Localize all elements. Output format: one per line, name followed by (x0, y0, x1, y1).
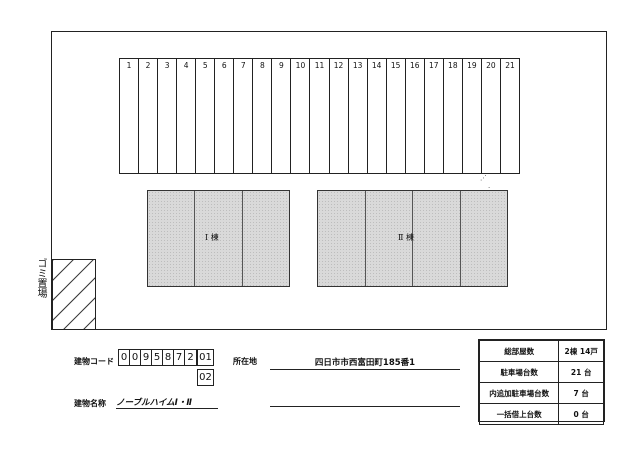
parking-stall: 17 (425, 59, 444, 173)
building-unit (413, 191, 461, 286)
parking-stall: 6 (215, 59, 235, 173)
summary-row: 一括借上台数 0 台 (478, 403, 604, 425)
parking-stall: 15 (387, 59, 406, 173)
building-name-label: 建物名称 (74, 399, 106, 408)
blank-underline (270, 406, 460, 407)
parking-stall: 2 (139, 59, 159, 173)
survey-marks: · (488, 184, 491, 192)
building-unit (318, 191, 366, 286)
parking-stall: 11 (310, 59, 330, 173)
parking-stall: 14 (368, 59, 387, 173)
address-underline (270, 369, 460, 370)
parking-stall: 13 (349, 59, 368, 173)
building-two (317, 190, 508, 287)
code-digit: 9 (141, 350, 152, 365)
summary-row: 総部屋数 2棟 14戸 (478, 340, 604, 362)
parking-stall: 7 (234, 59, 254, 173)
building-unit (148, 191, 196, 286)
building-one-label: Ⅰ 棟 (205, 233, 219, 242)
summary-table: 総部屋数 2棟 14戸 駐車場台数 21 台 内追加駐車場台数 7 台 一括借上… (478, 339, 605, 425)
code-digit: 5 (152, 350, 163, 365)
code-digit: 0 (130, 350, 141, 365)
summary-row: 駐車場台数 21 台 (478, 361, 604, 383)
parking-stall: 12 (330, 59, 349, 173)
building-one (147, 190, 290, 287)
summary-value: 2棟 14戸 (558, 340, 604, 362)
garbage-area-label: ゴミ置場 (35, 258, 46, 298)
summary-label: 一括借上台数 (478, 403, 560, 425)
building-code-label: 建物コード (74, 357, 114, 366)
garbage-area (52, 259, 96, 330)
parking-stall: 3 (158, 59, 178, 173)
hatch-pattern (53, 260, 95, 329)
code-digit: 0 (119, 350, 130, 365)
address-label: 所在地 (233, 357, 257, 366)
site-plan-frame (51, 31, 607, 330)
parking-stall: 16 (406, 59, 425, 173)
parking-stall: 5 (196, 59, 216, 173)
code-digit: 8 (163, 350, 174, 365)
building-two-label: Ⅱ 棟 (398, 233, 414, 242)
sub-number-2: 02 (197, 369, 214, 386)
summary-label: 駐車場台数 (478, 361, 560, 383)
summary-label: 内追加駐車場台数 (478, 382, 560, 404)
parking-stall: 10 (291, 59, 311, 173)
code-digit: 7 (174, 350, 185, 365)
building-name-underline (116, 408, 218, 409)
summary-label: 総部屋数 (478, 340, 560, 362)
summary-row: 内追加駐車場台数 7 台 (478, 382, 604, 404)
building-unit (365, 191, 413, 286)
summary-value: 21 台 (558, 361, 604, 383)
building-name-value: ノーブルハイムⅠ・Ⅱ (116, 398, 192, 408)
address-value: 四日市市西富田町185番1 (314, 358, 416, 368)
sub-number-1: 01 (197, 349, 214, 366)
building-unit (195, 191, 243, 286)
building-unit (460, 191, 507, 286)
parking-stall: 18 (444, 59, 463, 173)
summary-value: 7 台 (558, 382, 604, 404)
parking-stall: 1 (120, 59, 140, 173)
summary-value: 0 台 (558, 403, 604, 425)
parking-stall: 9 (272, 59, 292, 173)
parking-stall: 20 (482, 59, 501, 173)
building-unit (242, 191, 289, 286)
parking-stall: 4 (177, 59, 197, 173)
survey-marks: ⋰ (480, 174, 487, 182)
code-digit: 2 (187, 352, 194, 363)
parking-stall: 21 (505, 61, 515, 70)
parking-stall: 19 (463, 59, 482, 173)
parking-stall: 8 (253, 59, 273, 173)
